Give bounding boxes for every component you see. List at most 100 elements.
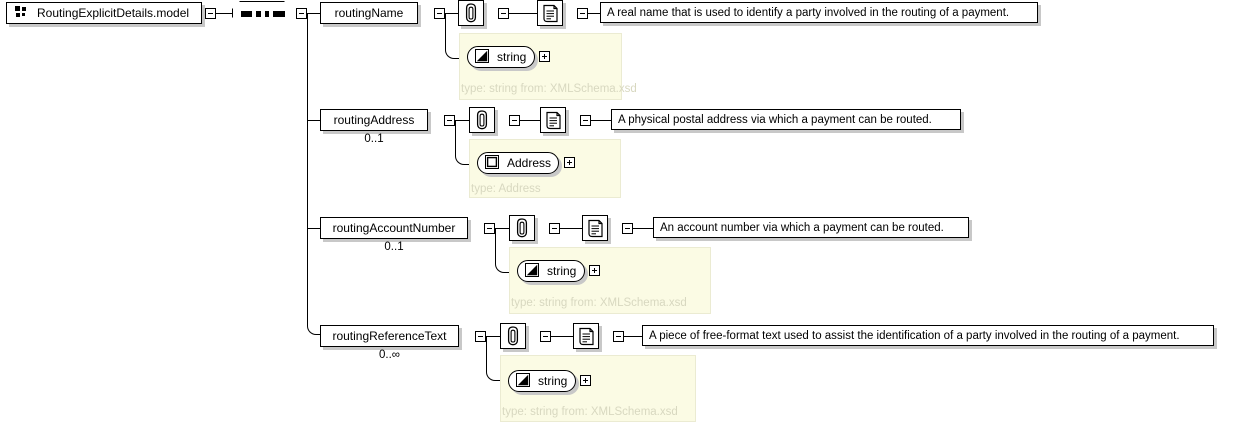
connector-annotation-to-doc-routingAddress xyxy=(520,120,540,121)
type-caption-routingAccountNumber: type: string from: XMLSchema.xsd xyxy=(511,297,687,309)
documentation-text-routingAddress: A physical postal address via which a pa… xyxy=(611,109,961,130)
root-expander-toggle[interactable] xyxy=(205,8,216,19)
documentation-icon xyxy=(542,4,558,22)
connector-root-to-sequence xyxy=(216,13,232,14)
expander-routingAccountNumber[interactable] xyxy=(484,223,495,234)
expander-annotation-routingAccountNumber[interactable] xyxy=(549,223,560,234)
element-node-routingAccountNumber[interactable]: routingAccountNumber xyxy=(320,217,468,239)
expander-type-routingName[interactable] xyxy=(539,51,550,62)
documentation-label-routingAccountNumber: An account number via which a payment ca… xyxy=(660,221,944,234)
sequence-compositor-node[interactable] xyxy=(232,1,292,25)
connector-routingReferenceText-branch xyxy=(486,336,500,337)
connector-routingName-corner xyxy=(445,40,460,59)
connector-routingReferenceText-corner xyxy=(486,362,501,381)
connector-annotation-to-doc-routingReferenceText xyxy=(551,336,573,337)
cardinality-routingAddress: 0..1 xyxy=(364,133,384,145)
expander-type-routingAddress[interactable] xyxy=(564,157,575,168)
type-node-routingName[interactable]: string xyxy=(467,46,535,68)
type-label-routingName: string xyxy=(497,50,527,64)
documentation-node-routingName[interactable] xyxy=(537,0,563,26)
documentation-text-routingReferenceText: A piece of free-format text used to assi… xyxy=(642,325,1214,346)
attachment-icon xyxy=(476,110,488,130)
connector-routingAddress-down xyxy=(455,120,456,152)
connector-trunk-to-routingName xyxy=(307,13,321,14)
cardinality-routingAccountNumber: 0..1 xyxy=(384,241,404,253)
connector-routingAddress-corner xyxy=(455,146,470,165)
expander-documentation-routingAccountNumber[interactable] xyxy=(622,223,633,234)
documentation-label-routingName: A real name that is used to identify a p… xyxy=(607,6,1010,19)
complex-type-icon xyxy=(485,154,499,172)
documentation-icon xyxy=(587,219,603,237)
element-label-routingAccountNumber: routingAccountNumber xyxy=(332,221,456,235)
expander-routingAddress[interactable] xyxy=(444,115,455,126)
documentation-node-routingAccountNumber[interactable] xyxy=(582,215,608,241)
attachment-icon xyxy=(465,3,477,23)
type-node-routingAddress[interactable]: Address xyxy=(477,152,559,174)
connector-routingAccountNumber-branch xyxy=(495,228,509,229)
cardinality-routingReferenceText: 0..∞ xyxy=(379,349,400,361)
expander-annotation-routingAddress[interactable] xyxy=(509,115,520,126)
expander-documentation-routingName[interactable] xyxy=(577,8,588,19)
annotation-node-routingReferenceText[interactable] xyxy=(500,323,526,349)
type-node-routingAccountNumber[interactable]: string xyxy=(517,260,585,282)
expander-type-routingAccountNumber[interactable] xyxy=(589,265,600,276)
expander-routingReferenceText[interactable] xyxy=(475,331,486,342)
documentation-label-routingAddress: A physical postal address via which a pa… xyxy=(618,113,932,126)
connector-doc-to-text-routingReferenceText xyxy=(624,336,642,337)
simple-type-icon xyxy=(525,262,539,280)
connector-doc-to-text-routingAddress xyxy=(591,120,611,121)
expander-annotation-routingReferenceText[interactable] xyxy=(540,331,551,342)
root-model-node[interactable]: RoutingExplicitDetails.model xyxy=(6,2,202,24)
documentation-label-routingReferenceText: A piece of free-format text used to assi… xyxy=(649,329,1180,342)
element-label-routingName: routingName xyxy=(334,6,404,20)
documentation-text-routingName: A real name that is used to identify a p… xyxy=(600,2,1038,23)
connector-routingAccountNumber-corner xyxy=(495,254,510,273)
element-node-routingName[interactable]: routingName xyxy=(320,2,418,24)
annotation-node-routingName[interactable] xyxy=(458,0,484,26)
documentation-icon xyxy=(545,111,561,129)
documentation-icon xyxy=(578,327,594,345)
connector-routingAddress-branch xyxy=(455,120,469,121)
expander-annotation-routingName[interactable] xyxy=(498,8,509,19)
type-label-routingAddress: Address xyxy=(507,156,552,170)
connector-routingAccountNumber-down xyxy=(495,228,496,260)
expander-type-routingReferenceText[interactable] xyxy=(580,375,591,386)
connector-routingReferenceText-down xyxy=(486,336,487,368)
type-caption-routingAddress: type: Address xyxy=(471,183,541,195)
element-label-routingAddress: routingAddress xyxy=(333,113,415,127)
documentation-node-routingAddress[interactable] xyxy=(540,107,566,133)
simple-type-icon xyxy=(516,372,530,390)
root-model-label: RoutingExplicitDetails.model xyxy=(37,6,190,20)
connector-doc-to-text-routingAccountNumber xyxy=(633,228,653,229)
attachment-icon xyxy=(516,218,528,238)
sequence-expander-toggle[interactable] xyxy=(296,8,307,19)
connector-routingName-branch xyxy=(445,13,459,14)
documentation-text-routingAccountNumber: An account number via which a payment ca… xyxy=(653,217,969,238)
type-caption-routingReferenceText: type: string from: XMLSchema.xsd xyxy=(502,406,678,418)
branch-trunk-vertical xyxy=(307,13,308,325)
expander-routingName[interactable] xyxy=(434,8,445,19)
expander-documentation-routingAddress[interactable] xyxy=(580,115,591,126)
element-label-routingReferenceText: routingReferenceText xyxy=(332,329,447,343)
connector-routingName-down xyxy=(445,13,446,46)
element-node-routingReferenceText[interactable]: routingReferenceText xyxy=(320,325,459,347)
documentation-node-routingReferenceText[interactable] xyxy=(573,323,599,349)
connector-annotation-to-doc-routingName xyxy=(509,13,537,14)
connector-doc-to-text-routingName xyxy=(588,13,600,14)
attachment-icon xyxy=(507,326,519,346)
type-label-routingAccountNumber: string xyxy=(547,264,577,278)
annotation-node-routingAccountNumber[interactable] xyxy=(509,215,535,241)
sequence-icon xyxy=(241,9,285,19)
type-node-routingReferenceText[interactable]: string xyxy=(508,370,576,392)
type-caption-routingName: type: string from: XMLSchema.xsd xyxy=(461,83,637,95)
branch-trunk-bottom-corner xyxy=(307,316,320,335)
element-node-routingAddress[interactable]: routingAddress xyxy=(320,109,428,131)
model-group-icon xyxy=(15,5,29,21)
expander-documentation-routingReferenceText[interactable] xyxy=(613,331,624,342)
type-label-routingReferenceText: string xyxy=(538,374,568,388)
annotation-node-routingAddress[interactable] xyxy=(469,107,495,133)
simple-type-icon xyxy=(475,48,489,66)
connector-annotation-to-doc-routingAccountNumber xyxy=(560,228,582,229)
connector-trunk-to-routingAddress xyxy=(307,120,321,121)
